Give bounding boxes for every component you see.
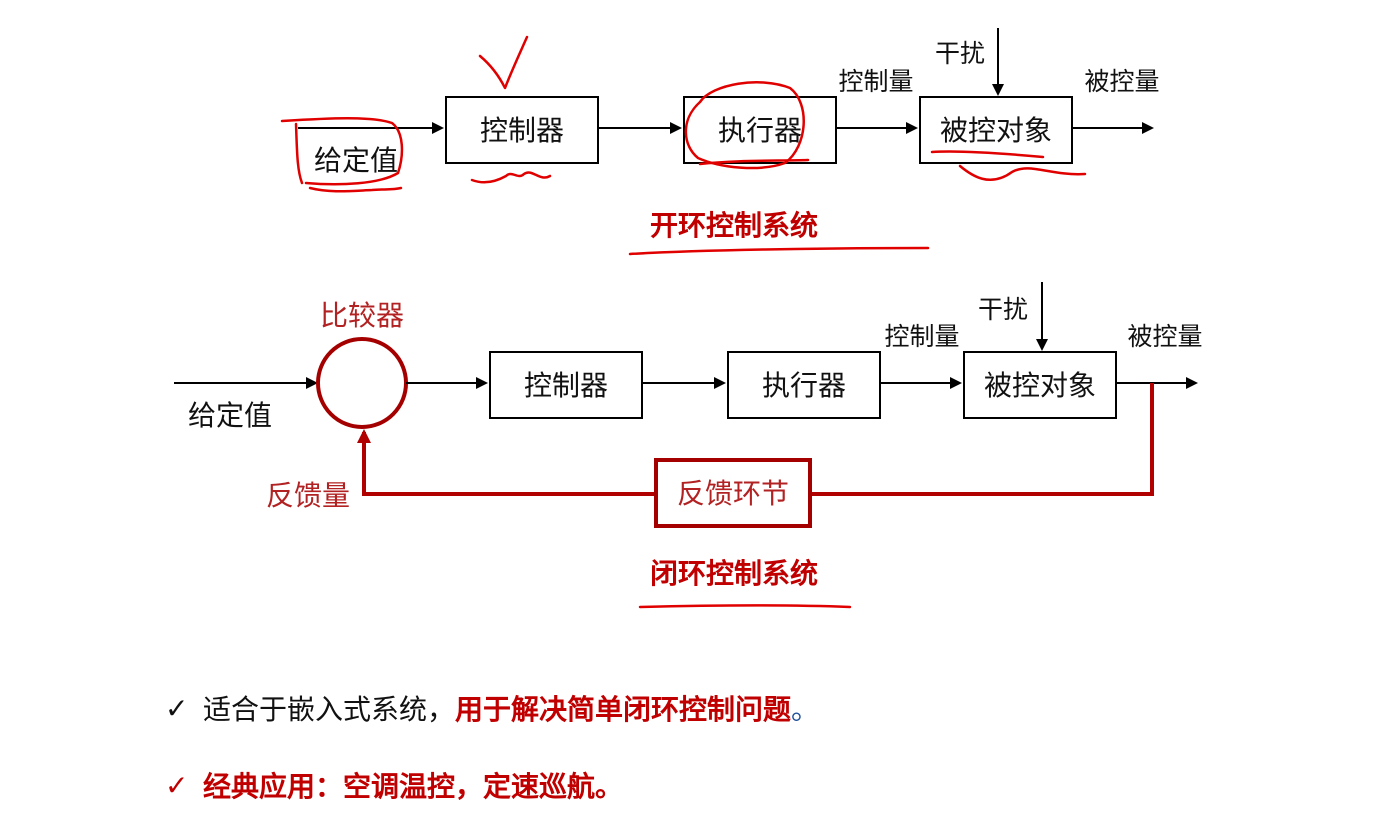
closed-plant-label: 被控对象 <box>984 369 1096 402</box>
open-controller-box <box>445 96 599 164</box>
closed-controlled-variable-label: 被控量 <box>1127 322 1202 351</box>
comparator-circle <box>316 337 408 429</box>
bullet-classic-applications: ✓ 经典应用：空调温控，定速巡航。 <box>165 765 623 805</box>
bullet-1-end-text: 。 <box>791 693 820 726</box>
actuator-circle-mark <box>684 81 805 170</box>
open-title-underline-mark <box>628 246 930 256</box>
open-control-variable-label: 控制量 <box>838 67 913 96</box>
feedback-element-label: 反馈环节 <box>677 477 789 510</box>
controller-squiggle-mark <box>470 171 552 184</box>
open-controller-label: 控制器 <box>480 114 564 147</box>
controller-check-mark <box>478 35 529 90</box>
actuator-underline-mark <box>698 158 810 166</box>
closed-plant-box <box>963 351 1117 419</box>
closed-setpoint-label: 给定值 <box>188 399 272 432</box>
plant-squiggle-mark <box>958 164 1087 182</box>
feedback-variable-label: 反馈量 <box>266 479 350 512</box>
setpoint-underline-mark <box>308 186 403 193</box>
open-loop-diagram: 给定值 控制器 执行器 控制量 被控对象 干扰 被控量 开环控制系统 <box>298 28 1160 242</box>
open-disturbance-label: 干扰 <box>935 39 985 68</box>
open-actuator-box <box>683 96 837 164</box>
closed-actuator-label: 执行器 <box>762 369 846 402</box>
check-icon: ✓ <box>165 768 189 802</box>
open-plant-label: 被控对象 <box>940 114 1052 147</box>
open-actuator-label: 执行器 <box>718 114 802 147</box>
bullet-2-text: 经典应用：空调温控，定速巡航。 <box>203 770 624 803</box>
closed-control-variable-label: 控制量 <box>884 322 959 351</box>
feedback-path-left <box>357 429 656 496</box>
open-loop-title: 开环控制系统 <box>650 209 818 242</box>
open-setpoint-label: 给定值 <box>314 144 398 177</box>
plant-underline-mark <box>930 150 1045 159</box>
closed-title-underline-mark <box>638 604 852 609</box>
closed-actuator-box <box>727 351 881 419</box>
bullet-embedded-usage: ✓ 适合于嵌入式系统，用于解决简单闭环控制问题。 <box>165 688 819 728</box>
feedback-element-box <box>654 458 812 528</box>
check-icon: ✓ <box>165 691 189 725</box>
handwritten-annotations <box>280 35 1087 609</box>
feedback-path-right <box>810 383 1154 496</box>
closed-disturbance-label: 干扰 <box>978 295 1028 324</box>
closed-controller-label: 控制器 <box>524 369 608 402</box>
comparator-label: 比较器 <box>320 299 404 332</box>
closed-loop-title: 闭环控制系统 <box>650 557 818 590</box>
bullet-1-highlight-text: 用于解决简单闭环控制问题 <box>455 693 792 726</box>
closed-controller-box <box>489 351 643 419</box>
open-controlled-variable-label: 被控量 <box>1084 67 1159 96</box>
setpoint-bracket-mark <box>280 117 404 186</box>
closed-loop-diagram: 给定值 比较器 控制器 执行器 控制量 被控对象 干扰 被控量 反馈环节 反馈量… <box>174 282 1203 590</box>
bullet-1-plain-text: 适合于嵌入式系统， <box>203 693 456 726</box>
